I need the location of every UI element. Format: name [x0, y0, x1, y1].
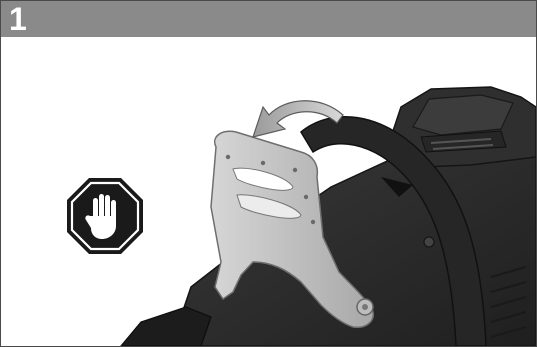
step-number: 1	[9, 1, 27, 37]
stop-hand-icon	[67, 178, 143, 254]
instruction-illustration	[1, 37, 536, 346]
step-header: 1	[1, 1, 536, 37]
